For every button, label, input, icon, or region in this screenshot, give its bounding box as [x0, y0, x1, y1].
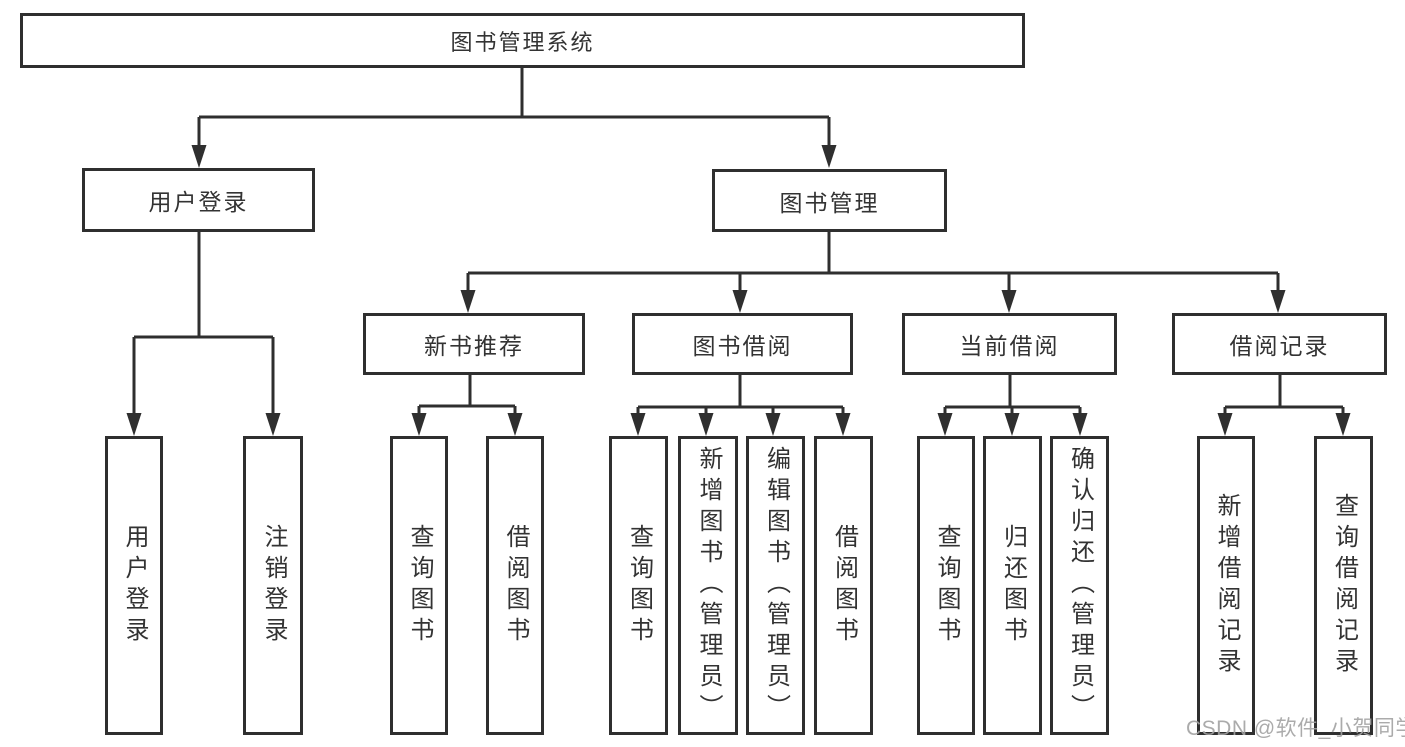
arrow-down-icon: [732, 290, 748, 313]
leaf-user-login: 用户登录: [105, 436, 163, 735]
arrow-down-icon: [698, 413, 714, 436]
leaf-label: 借阅图书: [830, 523, 858, 648]
leaf-label: 查询图书: [406, 523, 433, 648]
arrow-down-icon: [821, 145, 837, 168]
connector-path: [132, 68, 1345, 417]
leaf-br-query-record: 查询借阅记录: [1314, 436, 1373, 735]
node-book-borrowing: 图书借阅: [632, 313, 853, 375]
arrow-down-icon: [765, 413, 781, 436]
leaf-label: 查询借阅记录: [1330, 492, 1358, 679]
arrow-down-icon: [1335, 413, 1351, 436]
arrow-down-icon: [1072, 413, 1088, 436]
node-borrowing-records: 借阅记录: [1172, 313, 1387, 375]
arrow-down-icon: [1217, 413, 1233, 436]
leaf-br-add-record: 新增借阅记录: [1197, 436, 1255, 735]
arrow-down-icon: [937, 413, 953, 436]
node-current-borrowing: 当前借阅: [902, 313, 1117, 375]
leaf-label: 查询图书: [625, 523, 653, 648]
leaf-nb-borrow-books: 借阅图书: [486, 436, 544, 735]
leaf-label: 归还图书: [999, 523, 1027, 648]
arrow-down-icon: [630, 413, 646, 436]
arrow-down-icon: [835, 413, 851, 436]
leaf-label: 注销登录: [260, 523, 287, 648]
leaf-logout: 注销登录: [243, 436, 303, 735]
arrow-down-icon: [507, 413, 523, 436]
arrow-down-icon: [460, 290, 476, 313]
node-new-book-recommend: 新书推荐: [363, 313, 585, 375]
arrow-down-icon: [265, 413, 281, 436]
leaf-label: 查询图书: [933, 523, 960, 648]
leaf-cb-return-books: 归还图书: [983, 436, 1042, 735]
node-book-management: 图书管理: [712, 169, 947, 232]
node-root: 图书管理系统: [20, 13, 1025, 68]
leaf-bb-borrow-books: 借阅图书: [814, 436, 873, 735]
leaf-cb-confirm-return-admin: 确认归还（管理员）: [1050, 436, 1109, 735]
leaf-nb-query-books: 查询图书: [390, 436, 448, 735]
leaf-bb-query-books: 查询图书: [609, 436, 668, 735]
leaf-bb-add-book-admin: 新增图书（管理员）: [678, 436, 738, 735]
leaf-label: 用户登录: [121, 523, 148, 648]
leaf-label: 确认归还（管理员）: [1066, 446, 1094, 725]
arrow-down-icon: [126, 413, 142, 436]
arrow-down-icon: [1270, 290, 1286, 313]
leaf-label: 新增借阅记录: [1213, 492, 1240, 679]
leaf-label: 借阅图书: [502, 523, 529, 648]
leaf-label: 新增图书（管理员）: [695, 446, 722, 725]
arrow-down-icon: [1004, 413, 1020, 436]
leaf-cb-query-books: 查询图书: [917, 436, 975, 735]
arrow-down-icon: [1001, 290, 1017, 313]
node-user-login: 用户登录: [82, 168, 315, 232]
leaf-bb-edit-book-admin: 编辑图书（管理员）: [746, 436, 805, 735]
arrow-down-icon: [411, 413, 427, 436]
arrow-down-icon: [191, 145, 207, 168]
watermark: CSDN @软件_小贺同学: [1186, 717, 1405, 740]
leaf-label: 编辑图书（管理员）: [762, 446, 790, 725]
arrowheads: [126, 145, 1351, 436]
